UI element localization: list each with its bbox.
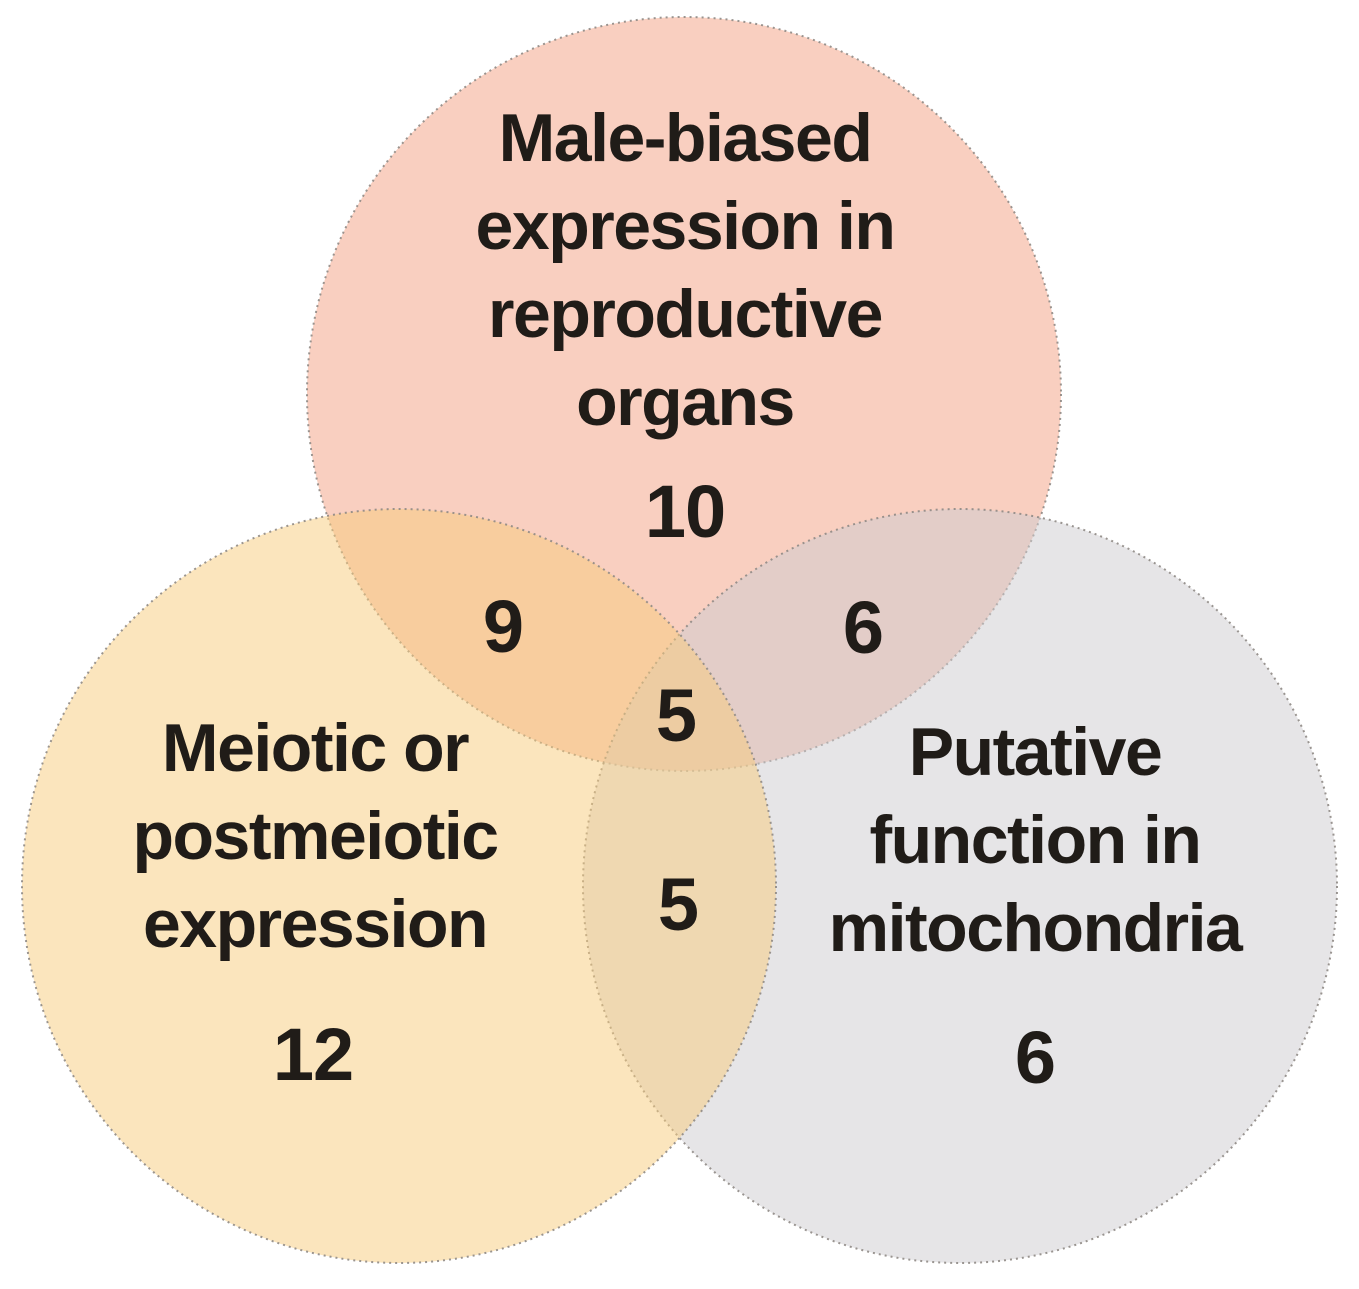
label-line: expression in — [475, 188, 896, 264]
label-line: expression — [142, 886, 489, 962]
count-male-biased-meiotic: 9 — [482, 585, 524, 668]
label-line: organs — [576, 364, 795, 440]
count-meiotic-mitochondria: 5 — [657, 863, 699, 946]
count-meiotic-only: 12 — [272, 1013, 354, 1096]
count-male-biased-only: 10 — [644, 470, 726, 553]
label-line: Putative — [908, 714, 1163, 790]
count-male-biased-mitochondria: 6 — [842, 586, 884, 669]
label-line: function in — [869, 802, 1202, 878]
label-meiotic-expression: Meiotic or postmeiotic expression — [132, 704, 499, 968]
count-mitochondria-only: 6 — [1014, 1016, 1056, 1099]
label-line: Meiotic or — [161, 710, 470, 786]
label-male-biased-expression: Male-biased expression in reproductive o… — [475, 94, 896, 446]
label-line: postmeiotic — [132, 798, 499, 874]
label-putative-mitochondria: Putative function in mitochondria — [828, 708, 1243, 972]
label-line: Male-biased — [498, 100, 873, 176]
count-all-three: 5 — [655, 674, 697, 757]
label-line: mitochondria — [828, 890, 1243, 966]
label-line: reproductive — [488, 276, 883, 352]
circle-meiotic-expression — [21, 508, 777, 1264]
